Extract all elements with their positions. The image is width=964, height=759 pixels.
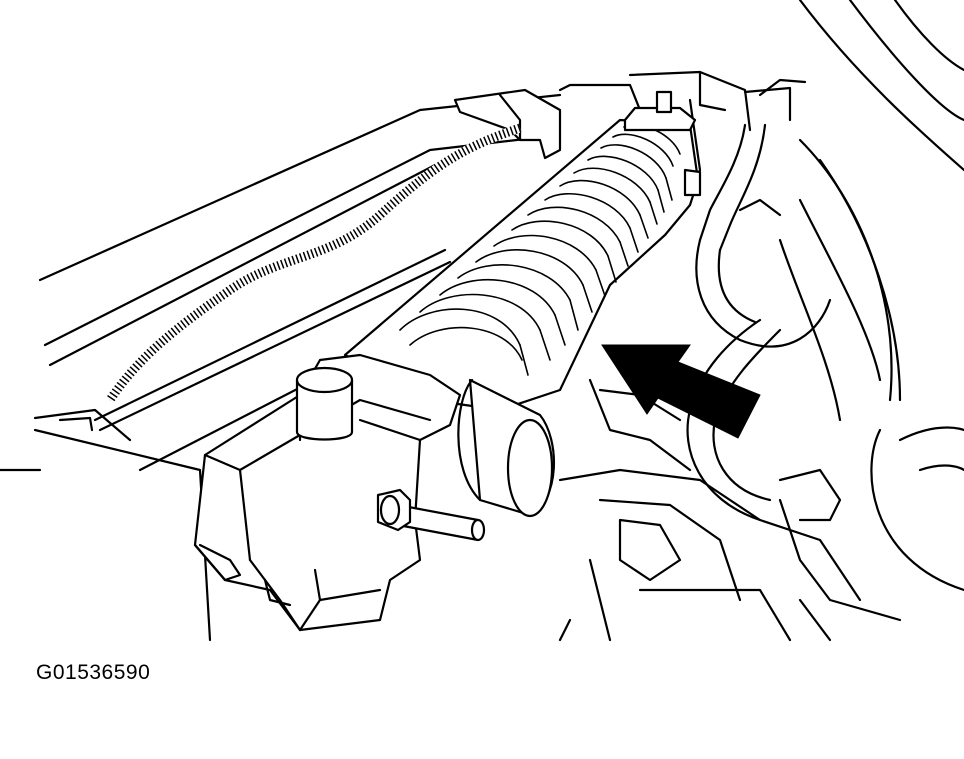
- harness-bracket: [453, 88, 562, 160]
- wiring-harness: [106, 123, 522, 403]
- resonator-housing: [193, 353, 486, 632]
- figure-id-label: G01536590: [36, 661, 151, 684]
- engine-bay-illustration: [0, 0, 964, 642]
- engine-components: [558, 0, 964, 642]
- arrow-shape: [601, 344, 761, 439]
- ribbed-air-duct: [343, 90, 702, 518]
- pointer-arrow: [601, 344, 761, 439]
